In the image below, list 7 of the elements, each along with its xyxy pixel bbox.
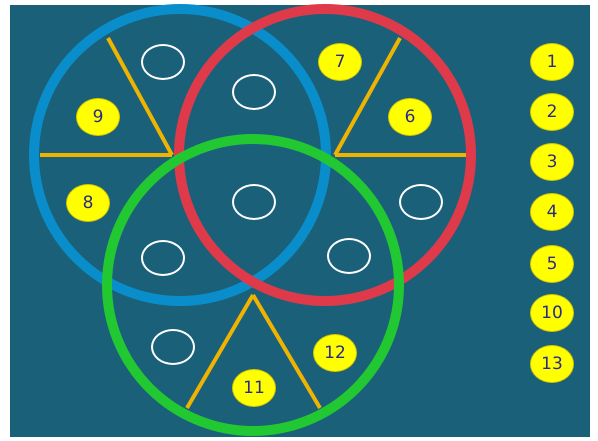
blank-oval [399, 184, 443, 220]
blank-oval [327, 238, 371, 274]
blank-oval [141, 44, 185, 80]
blank-oval [232, 184, 276, 220]
blank-oval [141, 240, 185, 276]
blank-oval [151, 329, 195, 365]
blank-oval [232, 74, 276, 110]
